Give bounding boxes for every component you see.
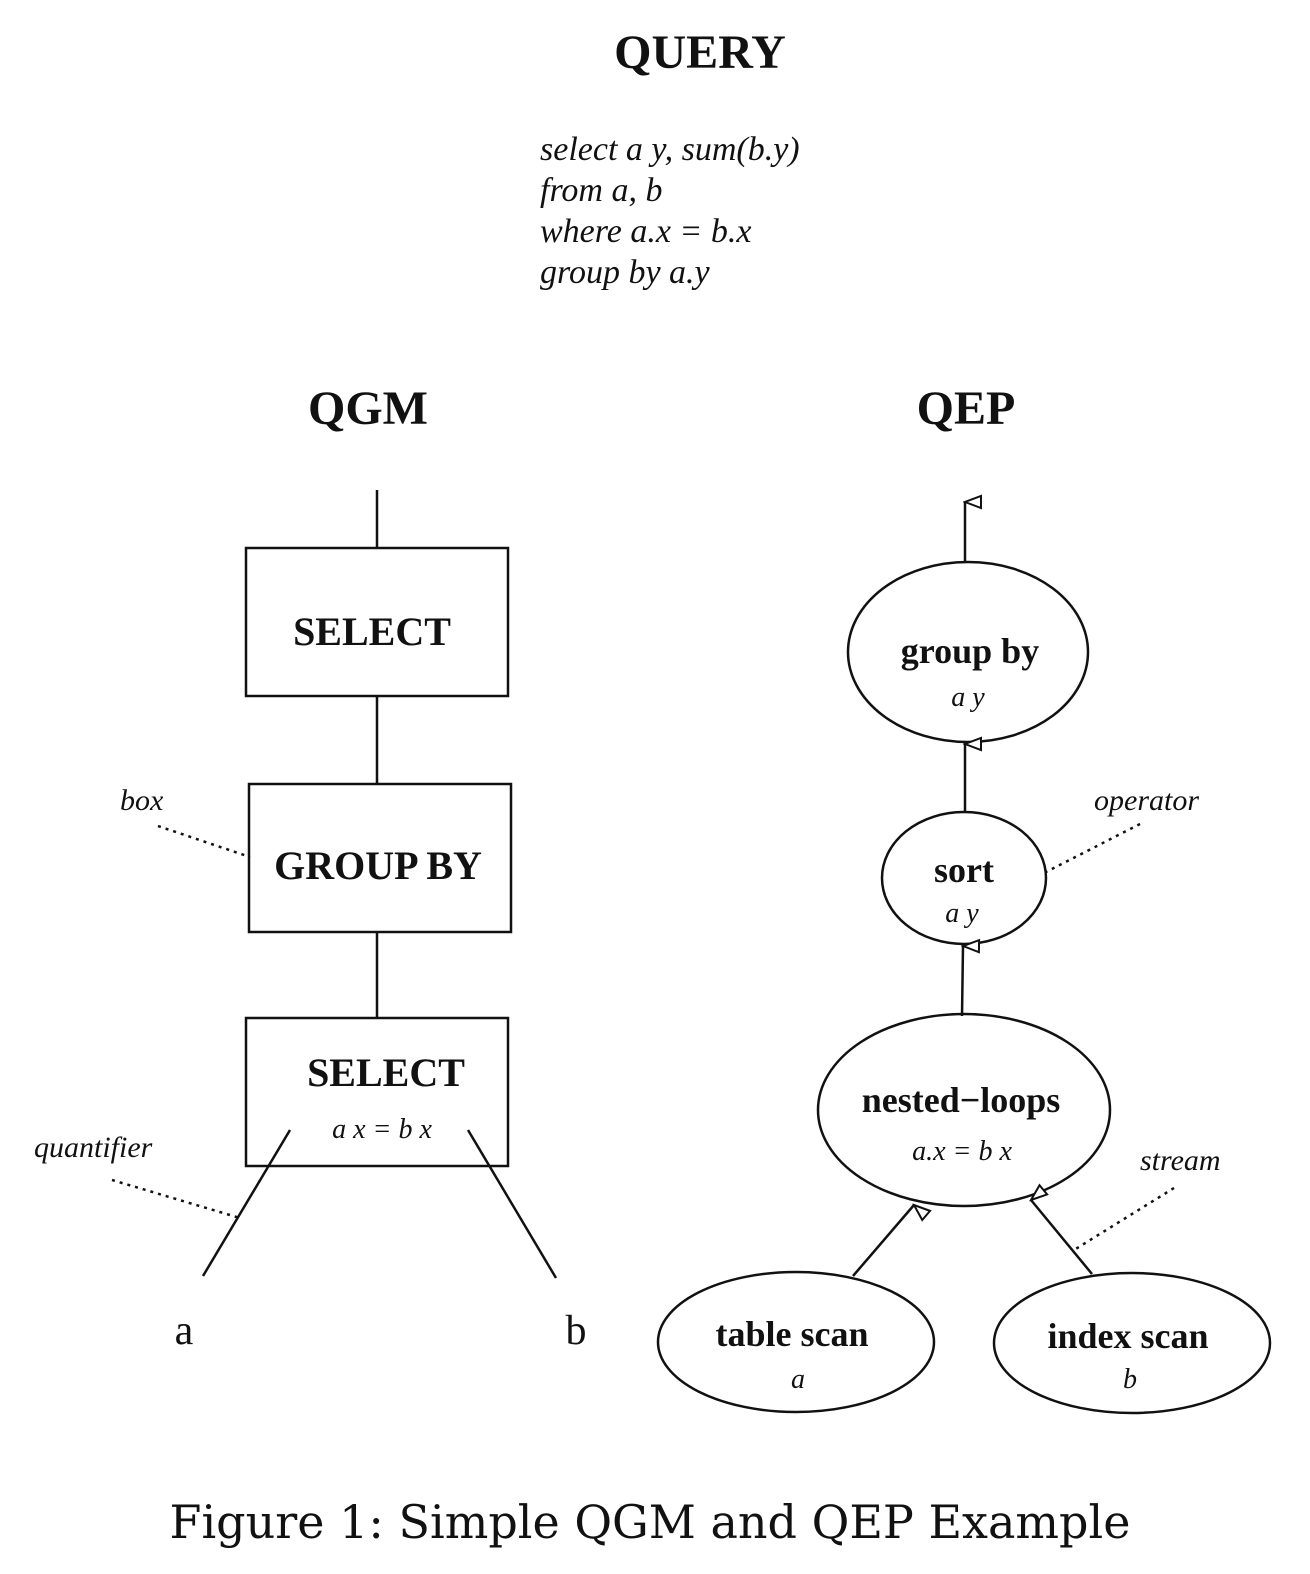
qep-op-sort-label: sort <box>934 850 994 890</box>
qep-stream-tablescan-to-loops <box>852 1205 914 1277</box>
query-heading: QUERY <box>614 26 786 79</box>
annotation-box-label: box <box>120 784 164 817</box>
qgm-leaf-b: b <box>566 1308 587 1354</box>
qgm-box-group-by <box>247 782 513 934</box>
qep-op-table-scan <box>656 1270 936 1414</box>
qgm-heading: QGM <box>308 382 428 435</box>
qgm-leaf-a: a <box>175 1308 194 1354</box>
qep-op-table-scan-sub: a <box>791 1364 805 1395</box>
qgm-quantifier-b-edge <box>466 1129 558 1279</box>
query-line-select: select a y, sum(b.y) <box>540 131 800 168</box>
qep-op-group-by-label: group by <box>901 631 1039 671</box>
qep-stream-loops-to-sort <box>960 946 963 1017</box>
qep-op-nested-loops <box>816 1012 1112 1208</box>
qep-op-index-scan-label: index scan <box>1047 1316 1208 1356</box>
annotation-box-pointer <box>157 824 251 859</box>
qep-op-index-scan <box>992 1271 1272 1415</box>
annotation-operator-pointer <box>1045 822 1141 874</box>
qep-heading: QEP <box>917 382 1016 435</box>
qgm-box-group-by-label: GROUP BY <box>274 843 482 888</box>
query-line-group-by: group by a.y <box>540 254 711 291</box>
qgm-box-select-bottom-predicate: a x = b x <box>332 1114 432 1145</box>
annotation-quantifier-label: quantifier <box>34 1131 153 1164</box>
query-line-from: from a, b <box>540 172 662 209</box>
qgm-box-select-bottom-label: SELECT <box>307 1050 465 1095</box>
qep-op-sort-sub: a y <box>945 898 979 929</box>
annotation-stream-pointer <box>1073 1186 1175 1252</box>
qep-op-group-by-sub: a y <box>951 682 985 713</box>
qep-stream-indexscan-to-loops <box>1031 1200 1093 1275</box>
qgm-quantifier-a-edge <box>201 1129 292 1277</box>
annotation-stream-label: stream <box>1140 1144 1221 1177</box>
qep-op-nested-loops-sub: a.x = b x <box>912 1136 1012 1167</box>
qep-op-index-scan-sub: b <box>1123 1364 1137 1395</box>
qgm-box-select-top-label: SELECT <box>293 609 451 654</box>
qep-op-table-scan-label: table scan <box>716 1314 869 1354</box>
qgm-box-select-bottom <box>244 1016 510 1168</box>
qep-op-nested-loops-label: nested−loops <box>862 1080 1061 1120</box>
query-line-where: where a.x = b.x <box>540 213 751 250</box>
figure-caption: Figure 1: Simple QGM and QEP Example <box>170 1495 1131 1549</box>
annotation-quantifier-pointer <box>111 1178 241 1220</box>
annotation-operator-label: operator <box>1094 784 1199 817</box>
